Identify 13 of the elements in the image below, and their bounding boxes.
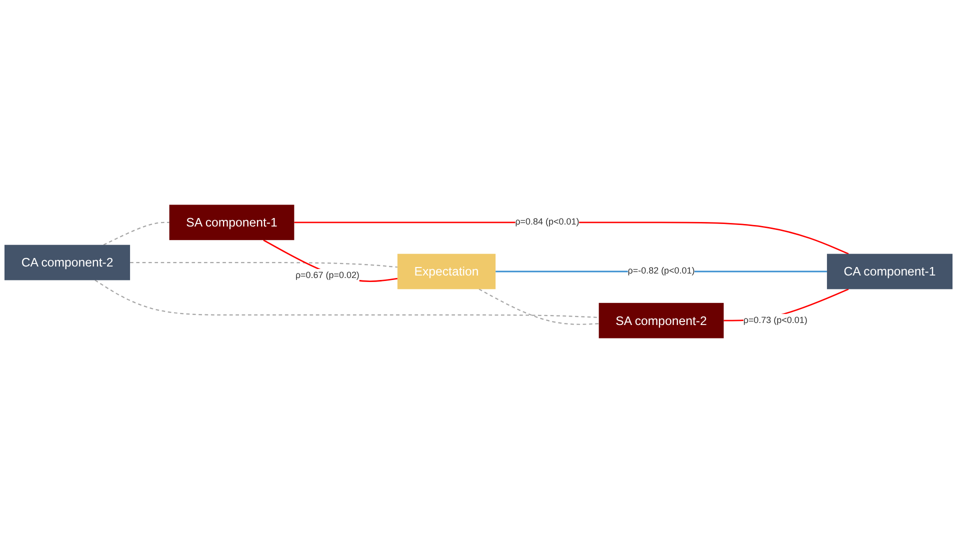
connector — [94, 280, 599, 318]
node-box: Expectation — [397, 254, 496, 290]
connector — [478, 288, 599, 325]
node-box: CA component-2 — [4, 244, 130, 280]
node-box: SA component-2 — [598, 302, 724, 338]
edge-label: ρ=-0.82 (p<0.01) — [628, 266, 695, 276]
connector — [130, 262, 398, 268]
edge-label: ρ=0.73 (p<0.01) — [743, 316, 808, 326]
edge-label: ρ=0.67 (p=0.02) — [295, 270, 360, 280]
connector — [103, 222, 170, 246]
node-box: SA component-1 — [169, 204, 294, 240]
edge-label: ρ=0.84 (p<0.01) — [515, 217, 580, 227]
node-box: CA component-1 — [826, 254, 953, 290]
